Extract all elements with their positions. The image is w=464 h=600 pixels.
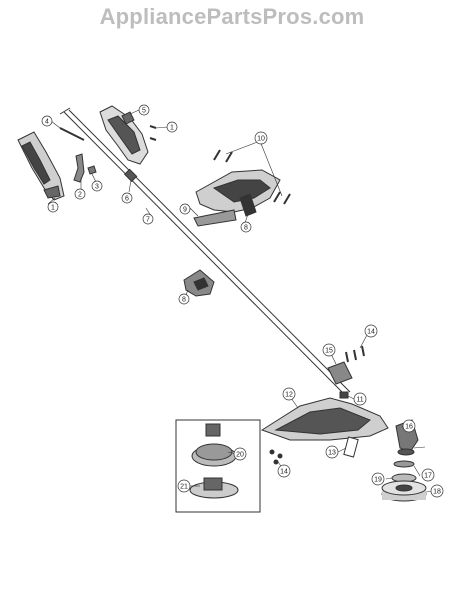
callout-8a: 8 (240, 221, 252, 233)
callout-14b: 14 (277, 464, 291, 478)
handle-grip (17, 131, 65, 201)
callout-11: 11 (353, 392, 367, 406)
svg-text:7: 7 (146, 217, 150, 224)
svg-text:4: 4 (45, 119, 49, 126)
svg-text:12: 12 (285, 392, 293, 399)
callout-4: 4 (41, 115, 53, 127)
callouts: 1 1 2 3 4 5 6 (41, 104, 444, 498)
callout-6: 6 (121, 192, 133, 204)
svg-text:6: 6 (125, 196, 129, 203)
small-fasteners (269, 449, 283, 465)
guard-screws (213, 149, 291, 205)
svg-text:14: 14 (280, 469, 288, 476)
shaft-end-cap (339, 391, 349, 399)
svg-text:10: 10 (257, 136, 265, 143)
spool-cover (381, 480, 427, 502)
svg-text:1: 1 (51, 205, 55, 212)
svg-text:3: 3 (95, 184, 99, 191)
callout-12: 12 (282, 387, 296, 401)
callout-20: 20 (233, 447, 247, 461)
svg-text:15: 15 (325, 348, 333, 355)
svg-text:8: 8 (244, 225, 248, 232)
watermark-logo: AppliancePartsPros.com (99, 4, 365, 29)
rod (59, 127, 85, 141)
callout-1a: 1 (47, 201, 59, 213)
callout-8b: 8 (178, 293, 190, 305)
callout-14a: 14 (364, 324, 378, 338)
callout-7: 7 (142, 213, 154, 225)
svg-text:14: 14 (367, 329, 375, 336)
svg-text:21: 21 (180, 484, 188, 491)
svg-text:20: 20 (236, 452, 244, 459)
guard-assembly (193, 169, 281, 227)
callout-2: 2 (74, 188, 86, 200)
svg-text:17: 17 (424, 473, 432, 480)
shaft-clip (183, 269, 215, 297)
housing-half (99, 105, 149, 165)
callout-21: 21 (177, 479, 191, 493)
shaft-washer (343, 436, 359, 458)
callout-16: 16 (402, 419, 416, 433)
callout-15: 15 (322, 343, 336, 357)
shaft-sleeve (123, 168, 138, 183)
svg-text:13: 13 (328, 450, 336, 457)
svg-text:16: 16 (405, 424, 413, 431)
callout-18: 18 (430, 484, 444, 498)
svg-text:9: 9 (183, 207, 187, 214)
trigger (73, 153, 85, 183)
svg-text:1: 1 (170, 125, 174, 132)
svg-text:8: 8 (182, 297, 186, 304)
callout-10: 10 (254, 131, 268, 145)
callout-1b: 1 (166, 121, 178, 133)
washer (393, 460, 415, 468)
inset-box (175, 419, 261, 513)
svg-text:11: 11 (356, 397, 363, 404)
svg-text:18: 18 (433, 489, 441, 496)
callout-3: 3 (91, 180, 103, 192)
lower-guard (260, 397, 389, 441)
svg-text:5: 5 (142, 108, 146, 115)
callout-9: 9 (179, 203, 191, 215)
svg-text:2: 2 (78, 192, 82, 199)
callout-5: 5 (138, 104, 150, 116)
shaft (59, 107, 351, 396)
svg-text:19: 19 (374, 477, 382, 484)
knob (121, 111, 135, 125)
small-screws (149, 125, 157, 141)
switch-part (87, 165, 97, 175)
lower-bracket (327, 345, 365, 385)
callout-19: 19 (371, 472, 385, 486)
callout-13: 13 (325, 445, 339, 459)
callout-17: 17 (421, 468, 435, 482)
